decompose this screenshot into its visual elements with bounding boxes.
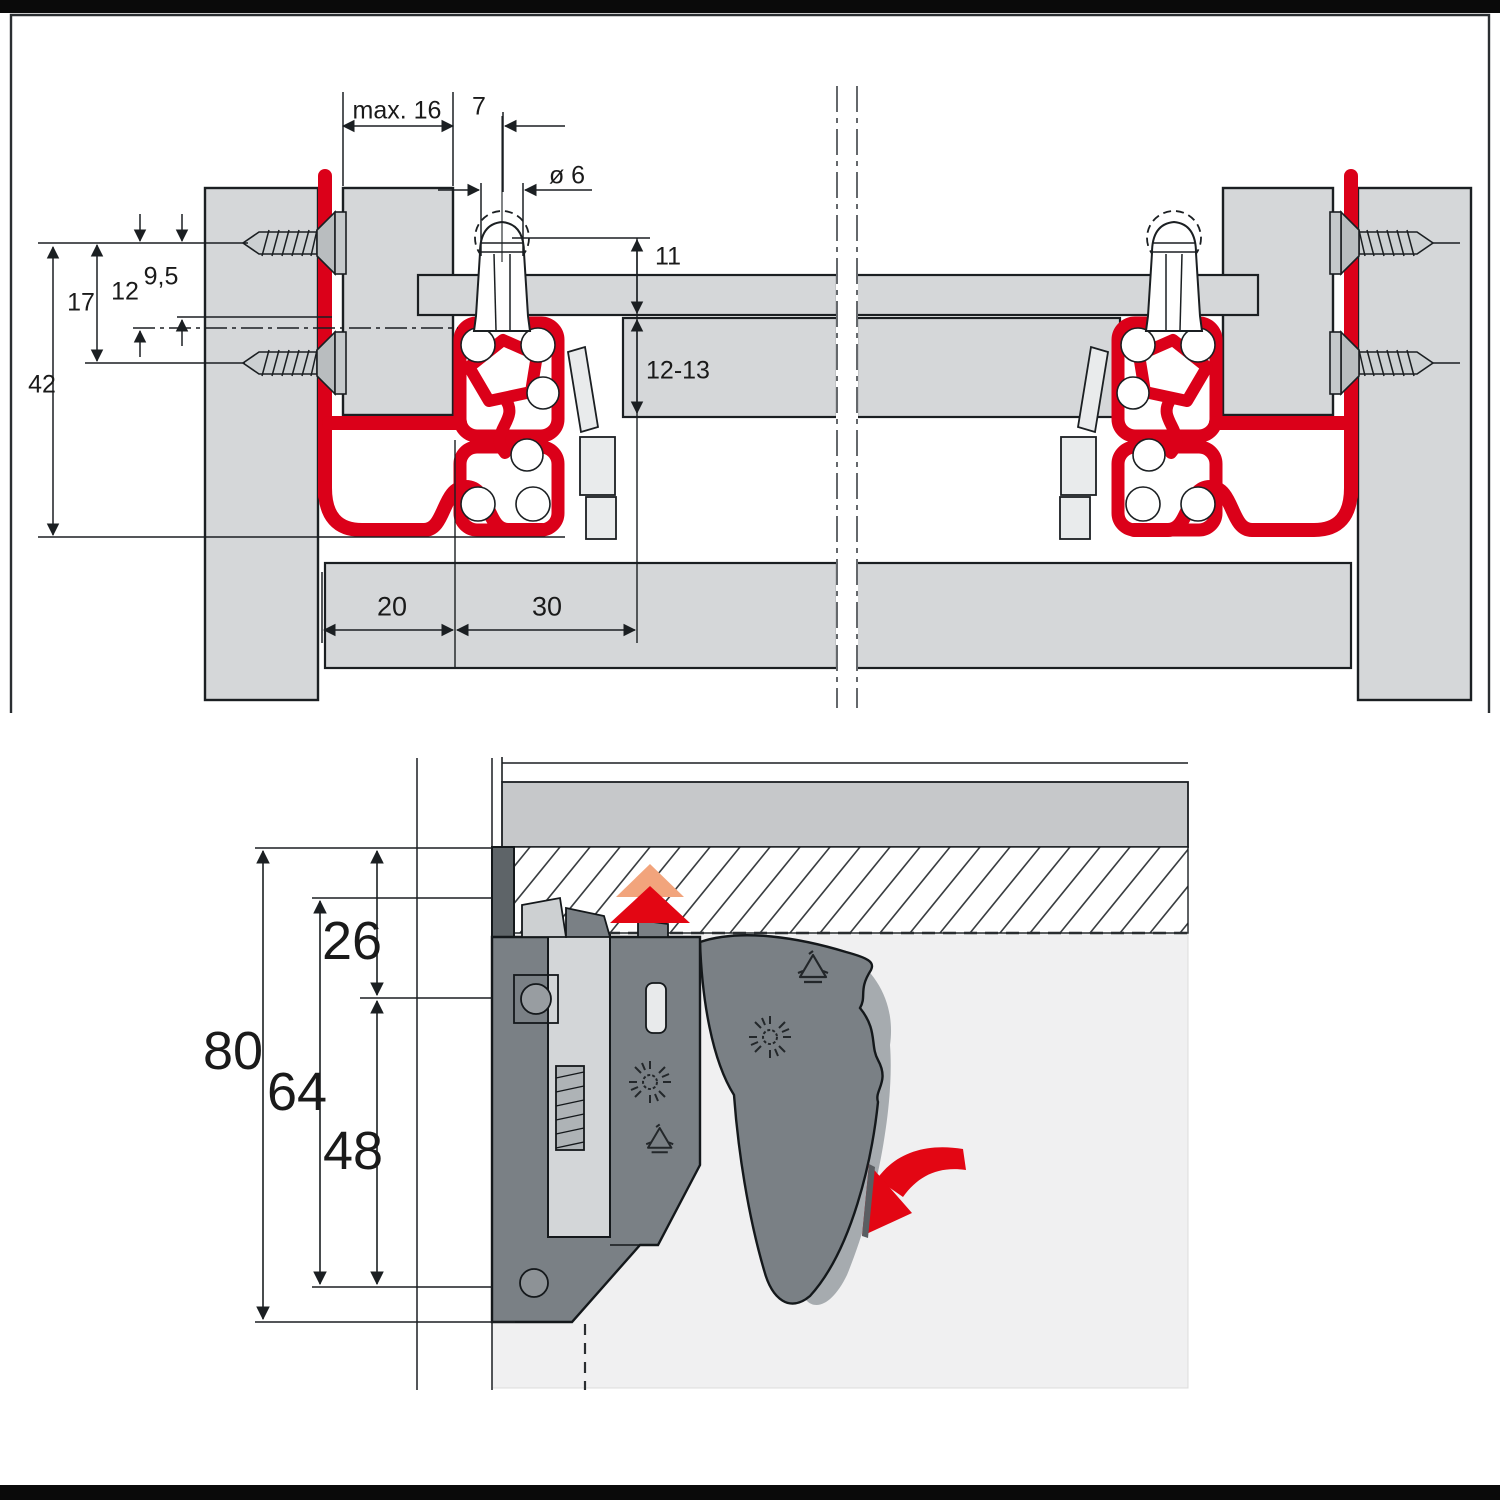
dim-label-9-5: 9,5 [143,262,179,291]
bottom-diagram [255,757,1189,1390]
dim-label-26: 26 [321,911,383,971]
dim-label-11: 11 [655,242,681,271]
latch-tab-dark [565,906,612,938]
dim-label-42: 42 [28,370,56,399]
centerline-icon [836,86,858,708]
dim-label-48: 48 [322,1121,384,1181]
latch-hole [520,983,552,1015]
top-diagram [9,13,1491,714]
diagram-frame [9,13,1491,713]
latch-tab-light [521,896,568,938]
break-gap [836,80,858,714]
dim-label-64: 64 [266,1062,328,1122]
dim-label-80: 80 [202,1021,264,1081]
dim-label-12-13: 12-13 [646,356,710,385]
dim-label-20: 20 [376,591,408,622]
latch-slot [645,982,667,1034]
dim-label-max16: max. 16 [352,96,442,125]
up-arrow-icon-light [616,864,684,897]
release-lever [698,934,884,1305]
drawer-base-panel-left [621,316,839,419]
panel-band [501,781,1189,848]
spring-block [555,1065,585,1151]
latch-hole-lower [519,1268,549,1298]
right-screw-leaders [1433,242,1460,364]
dim-label-7: 7 [472,92,486,121]
up-arrow-icon [610,886,690,923]
bottom-edge-bar [0,1485,1500,1500]
dim-label-12: 12 [111,277,139,306]
red-curved-arrow-icon [862,1147,966,1238]
latch-details [513,974,667,1298]
bottom-dimensions [255,847,515,1323]
top-edge-bar [0,0,1500,13]
drawer-base-panel-right [855,316,1122,419]
dimension-lines [38,92,650,668]
dim-label-17: 17 [67,288,95,317]
dim-label-dia6: ø 6 [548,161,586,190]
dim-label-30: 30 [531,591,563,622]
